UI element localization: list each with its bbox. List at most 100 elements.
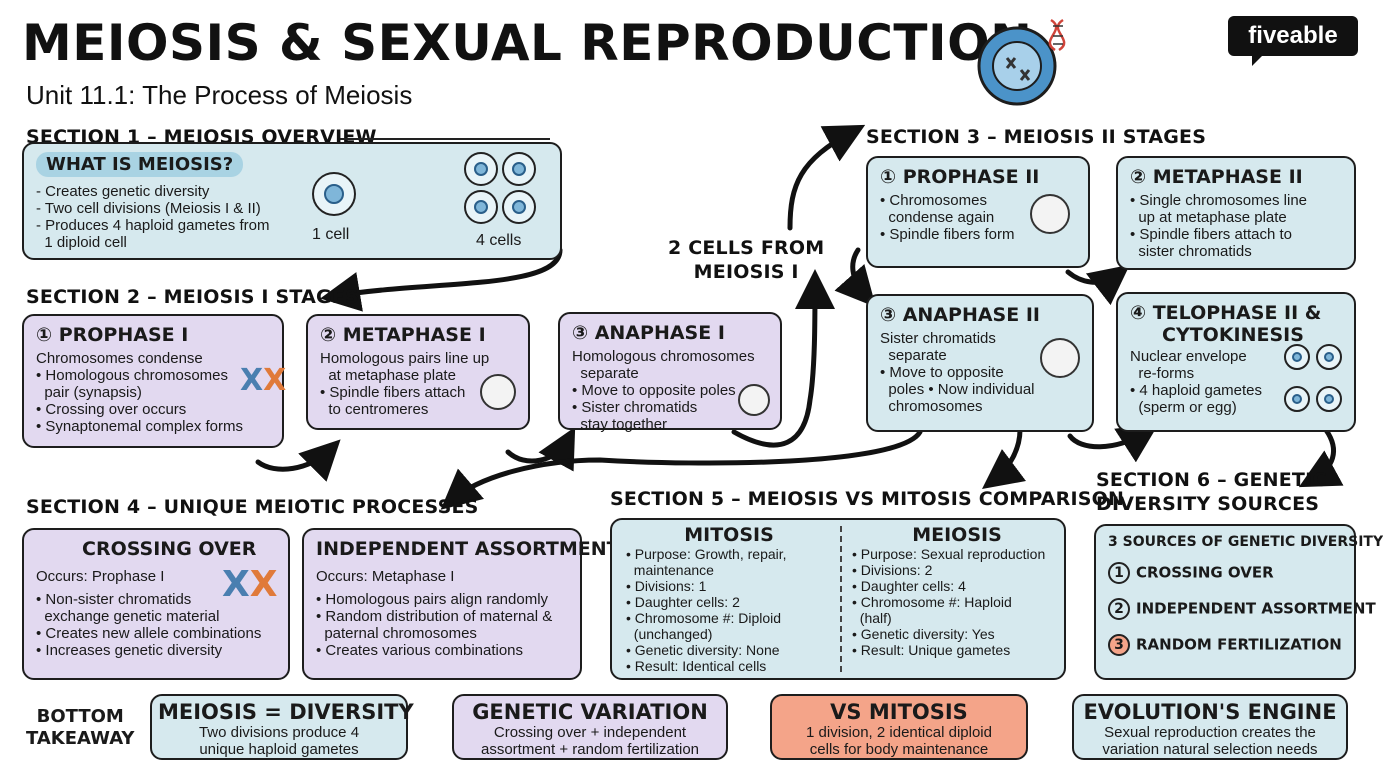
independent-assortment-title: INDEPENDENT ASSORTMENT bbox=[316, 538, 620, 560]
mitosis-line: Genetic diversity: None bbox=[626, 642, 832, 658]
takeaway-text: Crossing over + independent bbox=[493, 724, 687, 741]
takeaway-title: GENETIC VARIATION bbox=[472, 700, 708, 724]
anaphase2-line: separate bbox=[880, 347, 947, 364]
middle-label-line: MEIOSIS I bbox=[693, 261, 799, 283]
meiosis-line: Purpose: Sexual reproduction bbox=[852, 546, 1062, 562]
prophase1-line: pair (synapsis) bbox=[36, 384, 142, 401]
anaphase1-line: Sister chromatids bbox=[572, 399, 768, 416]
metaphase2-card: ② METAPHASE II Single chromosomes line u… bbox=[1116, 156, 1356, 270]
takeaway-text: 1 division, 2 identical diploid bbox=[806, 724, 992, 741]
overview-line: 1 diploid cell bbox=[36, 234, 127, 251]
cells-from-meiosis1-label: 2 CELLS FROM MEIOSIS I bbox=[668, 236, 824, 284]
anaphase1-line: Move to opposite poles bbox=[572, 382, 768, 399]
section3-heading: SECTION 3 – MEIOSIS II STAGES bbox=[866, 126, 1207, 148]
comparison-divider bbox=[840, 526, 842, 672]
mitosis-line: Daughter cells: 2 bbox=[626, 594, 832, 610]
crossing-chromosome-icon: XX bbox=[222, 564, 278, 605]
mitosis-line: Chromosome #: Diploid bbox=[626, 610, 832, 626]
telophase2-line: Nuclear envelope bbox=[1130, 348, 1247, 365]
prophase2-line: condense again bbox=[880, 209, 995, 226]
four-cells-label: 4 cells bbox=[476, 232, 522, 249]
crossing-over-card: CROSSING OVER Occurs: Prophase I Non-sis… bbox=[22, 528, 290, 680]
metaphase1-line: Homologous pairs line up bbox=[320, 350, 490, 367]
middle-label-line: 2 CELLS FROM bbox=[668, 237, 825, 259]
takeaway-text: Sexual reproduction creates the bbox=[1104, 724, 1316, 741]
takeaway-label-line: BOTTOM bbox=[36, 706, 124, 727]
anaphase2-line: Sister chromatids bbox=[880, 330, 996, 347]
anaphase2-line: chromosomes bbox=[880, 398, 983, 415]
takeaway-text: assortment + random fertilization bbox=[480, 741, 699, 758]
takeaway-text: unique haploid gametes bbox=[199, 741, 359, 758]
meiosis-line: (half) bbox=[852, 610, 892, 626]
page-title: MEIOSIS & SEXUAL REPRODUCTION bbox=[22, 14, 1033, 72]
prophase1-line: Crossing over occurs bbox=[36, 401, 270, 418]
takeaway-meiosis-diversity: MEIOSIS = DIVERSITY Two divisions produc… bbox=[150, 694, 414, 760]
homologous-pair-icon: XX bbox=[240, 363, 287, 398]
metaphase1-title: ② METAPHASE I bbox=[320, 324, 486, 346]
crossing-over-occurs: Occurs: Prophase I bbox=[36, 568, 165, 585]
takeaway-vs-mitosis: VS MITOSIS 1 division, 2 identical diplo… bbox=[770, 694, 1028, 760]
anaphase-cell-icon bbox=[738, 384, 770, 416]
takeaway-evolutions-engine: EVOLUTION'S ENGINE Sexual reproduction c… bbox=[1072, 694, 1348, 760]
telophase2-line: 4 haploid gametes bbox=[1130, 382, 1342, 399]
independent-assortment-occurs: Occurs: Metaphase I bbox=[316, 568, 455, 585]
takeaway-text: Two divisions produce 4 bbox=[198, 724, 360, 741]
prophase1-line: Homologous chromosomes bbox=[36, 367, 270, 384]
diversity-sources-title: 3 SOURCES OF GENETIC DIVERSITY bbox=[1108, 534, 1383, 550]
section1-rule bbox=[340, 138, 550, 140]
meiosis-line: Daughter cells: 4 bbox=[852, 578, 1062, 594]
independent-assortment-card: INDEPENDENT ASSORTMENT Occurs: Metaphase… bbox=[302, 528, 620, 680]
prophase2-line: Spindle fibers form bbox=[880, 226, 1076, 243]
mitosis-line: maintenance bbox=[626, 562, 714, 578]
telophase2-line: re-forms bbox=[1130, 365, 1195, 382]
independent-assortment-line: Homologous pairs align randomly bbox=[316, 591, 568, 608]
single-cell-icon bbox=[312, 172, 356, 216]
mitosis-title: MITOSIS bbox=[684, 524, 774, 546]
overview-line: - Two cell divisions (Meiosis I & II) bbox=[36, 200, 261, 217]
prophase1-card: ① PROPHASE I Chromosomes condense Homolo… bbox=[22, 314, 287, 448]
prophase2-card: ① PROPHASE II Chromosomes condense again… bbox=[866, 156, 1090, 268]
source-label: CROSSING OVER bbox=[1136, 563, 1274, 582]
prophase2-cell-icon bbox=[1030, 194, 1070, 234]
metaphase2-line: sister chromatids bbox=[1130, 243, 1252, 260]
source-label: INDEPENDENT ASSORTMENT bbox=[1136, 599, 1376, 618]
prophase2-line: Chromosomes bbox=[880, 192, 1076, 209]
mitosis-line: (unchanged) bbox=[626, 626, 713, 642]
anaphase1-card: ③ ANAPHASE I Homologous chromosomes sepa… bbox=[558, 312, 782, 433]
crossing-over-line: Creates new allele combinations bbox=[36, 625, 276, 642]
prophase1-title: ① PROPHASE I bbox=[36, 324, 189, 346]
takeaway-genetic-variation: GENETIC VARIATION Crossing over + indepe… bbox=[452, 694, 728, 760]
metaphase1-line: Spindle fibers attach bbox=[320, 384, 516, 401]
anaphase1-line: separate bbox=[572, 365, 639, 382]
anaphase1-line: stay together bbox=[572, 416, 668, 433]
crossing-over-line: Increases genetic diversity bbox=[36, 642, 276, 659]
telophase2-card: ④ TELOPHASE II & CYTOKINESIS Nuclear env… bbox=[1116, 292, 1356, 432]
crossing-over-title: CROSSING OVER bbox=[82, 538, 257, 560]
section2-heading: SECTION 2 – MEIOSIS I STAGES bbox=[26, 286, 359, 308]
anaphase1-title: ③ ANAPHASE I bbox=[572, 322, 725, 344]
anaphase2-line: Move to opposite bbox=[880, 364, 1080, 381]
page-subtitle: Unit 11.1: The Process of Meiosis bbox=[26, 80, 413, 110]
one-cell-label: 1 cell bbox=[312, 226, 350, 243]
takeaway-text: variation natural selection needs bbox=[1102, 741, 1318, 758]
fiveable-logo[interactable]: fiveable bbox=[1228, 16, 1358, 66]
takeaway-label-line: TAKEAWAY bbox=[26, 728, 135, 749]
independent-assortment-line: Creates various combinations bbox=[316, 642, 568, 659]
section6-heading-line: DIVERSITY SOURCES bbox=[1096, 493, 1320, 515]
independent-assortment-line: Random distribution of maternal & bbox=[316, 608, 568, 625]
prophase1-line: Synaptonemal complex forms bbox=[36, 418, 270, 435]
meiosis-line: Divisions: 2 bbox=[852, 562, 1062, 578]
section4-heading: SECTION 4 – UNIQUE MEIOTIC PROCESSES bbox=[26, 496, 479, 518]
overview-line: - Produces 4 haploid gametes from bbox=[36, 217, 270, 234]
section6-heading: SECTION 6 – GENETIC DIVERSITY SOURCES bbox=[1096, 468, 1326, 516]
meiosis-line: Result: Unique gametes bbox=[852, 642, 1062, 658]
metaphase2-line: Single chromosomes line bbox=[1130, 192, 1342, 209]
prophase2-title: ① PROPHASE II bbox=[880, 166, 1040, 188]
metaphase1-line: at metaphase plate bbox=[320, 367, 456, 384]
telophase2-title: ④ TELOPHASE II & bbox=[1130, 302, 1322, 324]
metaphase1-card: ② METAPHASE I Homologous pairs line up a… bbox=[306, 314, 530, 430]
telophase2-line: (sperm or egg) bbox=[1130, 399, 1237, 416]
